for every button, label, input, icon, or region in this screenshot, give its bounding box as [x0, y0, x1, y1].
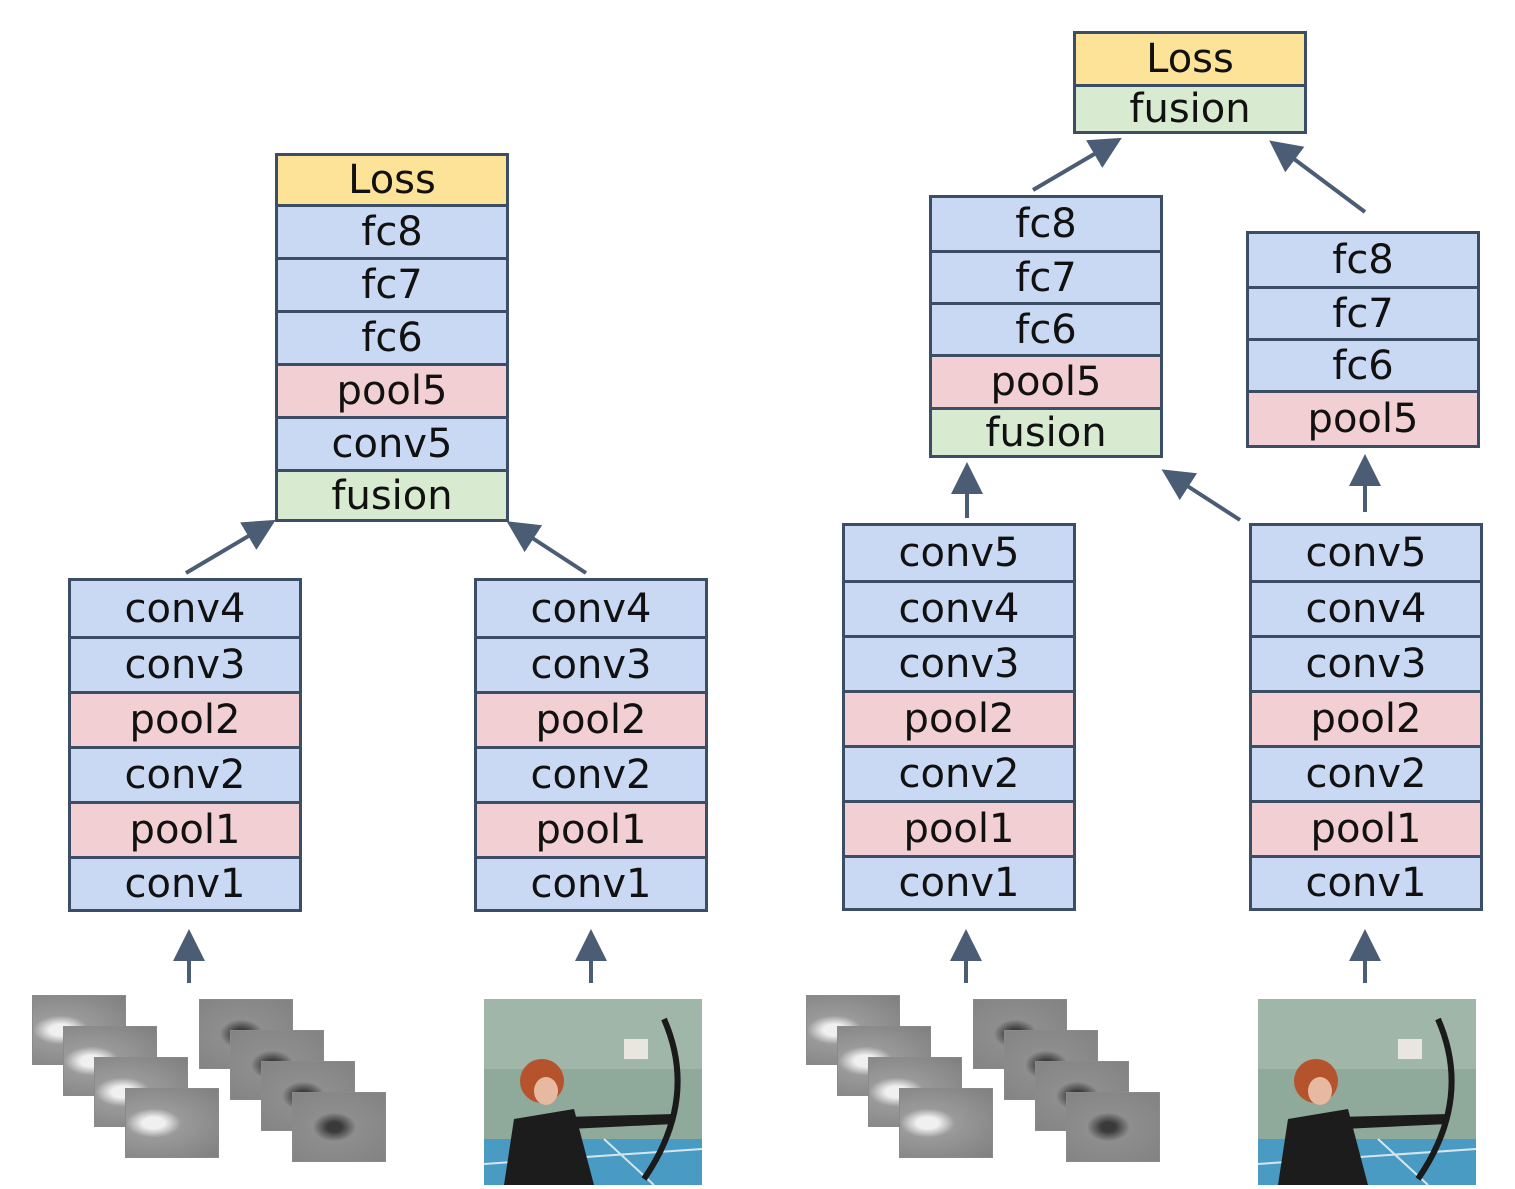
right-mid-b-stack: fc8 fc7 fc6 pool5: [1246, 231, 1480, 448]
flow-frame: [292, 1092, 386, 1162]
left-stream-b-stack: conv4 conv3 pool2 conv2 pool1 conv1: [474, 578, 708, 912]
layer-fc8: fc8: [932, 198, 1160, 250]
right-stream-b-stack: conv5 conv4 conv3 pool2 conv2 pool1 conv…: [1249, 523, 1483, 911]
layer-fusion: fusion: [278, 469, 506, 519]
layer-conv2: conv2: [477, 746, 705, 801]
layer-fc8: fc8: [278, 204, 506, 257]
right-mid-a-stack: fc8 fc7 fc6 pool5 fusion: [929, 195, 1163, 458]
right-top-stack: Loss fusion: [1073, 31, 1307, 134]
flow-frame: [1066, 1092, 1160, 1162]
flow-frame: [125, 1088, 219, 1158]
layer-conv3: conv3: [477, 636, 705, 691]
layer-fc7: fc7: [932, 250, 1160, 302]
layer-pool5: pool5: [1249, 390, 1477, 445]
layer-conv1: conv1: [1252, 855, 1480, 908]
layer-conv5: conv5: [278, 416, 506, 469]
arrow-mid-b-to-top-fusion: [1269, 140, 1367, 214]
layer-pool5: pool5: [278, 363, 506, 416]
rgb-frame-photo: [484, 999, 702, 1185]
left-top-stack: Loss fc8 fc7 fc6 pool5 conv5 fusion: [275, 153, 509, 522]
layer-pool2: pool2: [845, 690, 1073, 745]
layer-pool5: pool5: [932, 354, 1160, 407]
layer-conv4: conv4: [1252, 580, 1480, 635]
layer-conv5: conv5: [845, 526, 1073, 580]
layer-conv3: conv3: [71, 636, 299, 691]
layer-conv2: conv2: [1252, 745, 1480, 800]
left-stream-a-stack: conv4 conv3 pool2 conv2 pool1 conv1: [68, 578, 302, 912]
layer-conv4: conv4: [71, 581, 299, 636]
layer-fc7: fc7: [1249, 286, 1477, 338]
layer-conv4: conv4: [845, 580, 1073, 635]
arrow-mid-a-to-top-fusion: [1031, 137, 1122, 192]
arrow-stream-b-to-fusion: [506, 521, 588, 575]
layer-conv5: conv5: [1252, 526, 1480, 580]
layer-pool1: pool1: [477, 801, 705, 856]
layer-conv4: conv4: [477, 581, 705, 636]
layer-conv2: conv2: [845, 745, 1073, 800]
rgb-frame-photo: [1258, 999, 1476, 1185]
right-stream-a-stack: conv5 conv4 conv3 pool2 conv2 pool1 conv…: [842, 523, 1076, 911]
layer-pool2: pool2: [477, 691, 705, 746]
layer-fc7: fc7: [278, 257, 506, 310]
layer-conv1: conv1: [477, 856, 705, 909]
flow-frame: [899, 1088, 993, 1158]
layer-conv3: conv3: [1252, 635, 1480, 690]
arrow-stream-a-to-fusion: [184, 519, 276, 575]
arrow-stream-b-to-mid-a: [1161, 469, 1242, 522]
layer-pool2: pool2: [71, 691, 299, 746]
layer-conv1: conv1: [71, 856, 299, 909]
layer-fc6: fc6: [278, 310, 506, 363]
layer-conv3: conv3: [845, 635, 1073, 690]
layer-conv2: conv2: [71, 746, 299, 801]
layer-pool1: pool1: [1252, 800, 1480, 855]
layer-fc6: fc6: [932, 302, 1160, 354]
layer-fusion: fusion: [1076, 84, 1304, 132]
layer-loss: Loss: [278, 156, 506, 204]
layer-fusion: fusion: [932, 407, 1160, 456]
layer-pool1: pool1: [845, 800, 1073, 855]
layer-loss: Loss: [1076, 34, 1304, 84]
layer-fc8: fc8: [1249, 234, 1477, 286]
layer-pool1: pool1: [71, 801, 299, 856]
layer-fc6: fc6: [1249, 338, 1477, 390]
layer-pool2: pool2: [1252, 690, 1480, 745]
layer-conv1: conv1: [845, 855, 1073, 908]
